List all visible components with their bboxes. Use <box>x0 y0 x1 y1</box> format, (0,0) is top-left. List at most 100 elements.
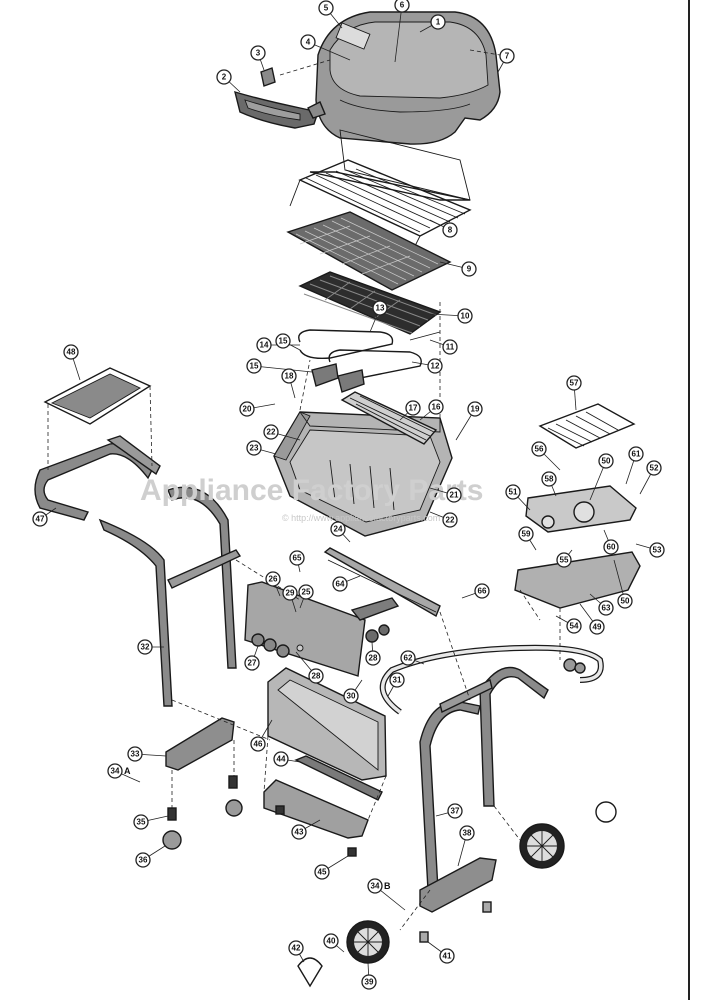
callout-62 <box>400 650 416 666</box>
callout-64 <box>332 576 348 592</box>
callout-40 <box>323 933 339 949</box>
callout-29-label: 29 <box>286 589 295 598</box>
lid-part <box>315 11 501 145</box>
callout-57-label: 57 <box>570 379 579 388</box>
callout-44-label: 44 <box>277 755 286 764</box>
left-foot-part <box>165 717 235 771</box>
callout-64-label: 64 <box>336 580 345 589</box>
rear-wheel-part <box>519 801 617 869</box>
watermark-url: © http://www.appliancefactoryparts.com <box>282 513 440 523</box>
callout-37-label: 37 <box>451 807 460 816</box>
callout-50a-label: 50 <box>602 457 611 466</box>
callout-66 <box>474 583 490 599</box>
callout-56 <box>531 441 547 457</box>
callout-8-label: 8 <box>448 226 453 235</box>
callout-50b-label: 50 <box>621 597 630 606</box>
callout-14-label: 14 <box>260 341 269 350</box>
callout-28a-label: 28 <box>312 672 321 681</box>
callout-60-label: 60 <box>607 543 616 552</box>
callout-39-label: 39 <box>365 978 374 987</box>
callout-9 <box>461 261 477 277</box>
callout-23 <box>246 440 262 456</box>
callout-58-label: 58 <box>545 475 554 484</box>
callout-33-label: 33 <box>131 750 140 759</box>
callout-25 <box>298 584 314 600</box>
callout-36-label: 36 <box>139 856 148 865</box>
callout-18-label: 18 <box>285 372 294 381</box>
callout-42-label: 42 <box>292 944 301 953</box>
callout-4-label: 4 <box>306 38 311 47</box>
callout-15b <box>246 358 262 374</box>
callout-26-label: 26 <box>269 575 278 584</box>
callout-49-label: 49 <box>593 623 602 632</box>
callout-46 <box>250 736 266 752</box>
handle-bracket-right-part <box>307 101 326 119</box>
callout-2 <box>216 69 232 85</box>
callout-5-label: 5 <box>324 4 329 13</box>
callout-14 <box>256 337 272 353</box>
callout-65-label: 65 <box>293 554 302 563</box>
callout-38-label: 38 <box>463 829 472 838</box>
callout-53 <box>649 542 665 558</box>
callout-32-label: 32 <box>141 643 150 652</box>
callout-52 <box>646 460 662 476</box>
callout-53-label: 53 <box>653 546 662 555</box>
callout-51-label: 51 <box>509 488 518 497</box>
callout-30-label: 30 <box>347 692 356 701</box>
callout-11 <box>442 339 458 355</box>
callout-18 <box>281 368 297 384</box>
right-frame-part <box>419 666 549 913</box>
callout-46-label: 46 <box>254 740 263 749</box>
heat-deflector-part <box>340 391 438 445</box>
callout-42 <box>288 940 304 956</box>
callout-17 <box>405 400 421 416</box>
callout-48-label: 48 <box>67 348 76 357</box>
callout-41-label: 41 <box>443 952 452 961</box>
callout-11-label: 11 <box>446 343 455 352</box>
callout-66-label: 66 <box>478 587 487 596</box>
callout-32 <box>137 639 153 655</box>
front-wheel-part <box>346 920 390 964</box>
callout-6 <box>394 0 410 13</box>
callout-65 <box>289 550 305 566</box>
control-panel-part <box>244 581 366 677</box>
callout-9-label: 9 <box>467 265 472 274</box>
callout-19 <box>467 401 483 417</box>
callout-57 <box>566 375 582 391</box>
callout-22b <box>442 512 458 528</box>
valve-manifold-part <box>350 597 400 643</box>
callout-12 <box>427 358 443 374</box>
drip-pan-part <box>263 755 383 839</box>
callout-62-label: 62 <box>404 654 413 663</box>
callout-58 <box>541 471 557 487</box>
callout-21 <box>446 487 462 503</box>
callout-24 <box>330 521 346 537</box>
callout-45-label: 45 <box>318 868 327 877</box>
callout-59-label: 59 <box>522 530 531 539</box>
callout-48 <box>63 344 79 360</box>
callout-25-label: 25 <box>302 588 311 597</box>
callout-23-label: 23 <box>250 444 259 453</box>
callout-50b <box>617 593 633 609</box>
callout-49 <box>589 619 605 635</box>
callout-63-label: 63 <box>602 604 611 613</box>
callout-34a <box>107 763 123 779</box>
letter-a: A <box>124 766 131 776</box>
callout-45 <box>314 864 330 880</box>
callout-35-label: 35 <box>137 818 146 827</box>
callout-63 <box>598 600 614 616</box>
callout-34b <box>367 878 383 894</box>
letter-b: B <box>384 881 391 891</box>
callout-19-label: 19 <box>471 405 480 414</box>
burner-tubes-part <box>298 329 441 393</box>
callout-16-label: 16 <box>432 403 441 412</box>
callout-10 <box>457 308 473 324</box>
hubcap-part <box>297 957 323 988</box>
callout-56-label: 56 <box>535 445 544 454</box>
gas-hose-part <box>379 644 604 715</box>
foot-cap-left <box>275 805 285 815</box>
callout-59 <box>518 526 534 542</box>
side-burner-grate-part <box>538 403 636 449</box>
callout-1-label: 1 <box>436 18 441 27</box>
